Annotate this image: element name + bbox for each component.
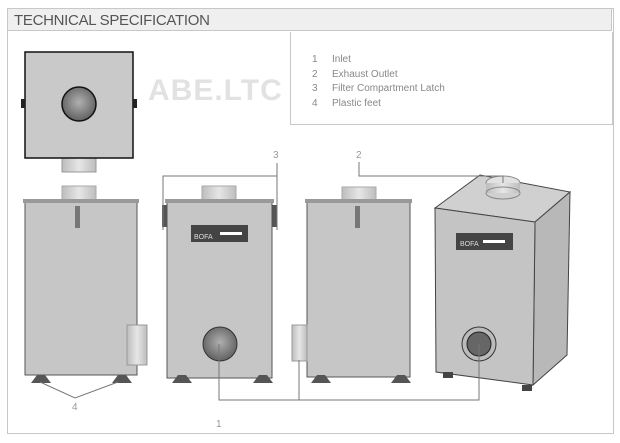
brand-label: BOFA — [460, 241, 479, 248]
top-view-unit — [21, 51, 137, 173]
callout-feet: 4 — [72, 402, 78, 413]
legend-label: Inlet — [332, 54, 351, 65]
callout-outlet: 2 — [356, 150, 362, 161]
legend-label: Filter Compartment Latch — [332, 83, 445, 94]
legend-num: 4 — [312, 97, 318, 109]
legend-item: 2 Exhaust Outlet — [291, 68, 612, 83]
legend-label: Plastic feet — [332, 97, 381, 109]
callout-lines — [39, 162, 504, 401]
side-view-unit-left — [23, 185, 148, 383]
legend-item: 3 Filter Compartment Latch — [291, 82, 612, 97]
legend-item: 1 Inlet — [291, 53, 612, 68]
perspective-unit: BOFA — [433, 174, 572, 391]
legend-num: 1 — [312, 54, 318, 65]
brand-label: BOFA — [194, 234, 213, 241]
callout-latch: 3 — [273, 150, 279, 161]
legend-num: 3 — [312, 83, 318, 94]
page-title: TECHNICAL SPECIFICATION — [14, 12, 210, 29]
watermark: ABE.LTC — [148, 74, 283, 107]
legend-item: 4 Plastic feet — [291, 97, 612, 112]
legend-label: Exhaust Outlet — [332, 68, 398, 80]
side-view-unit-right — [291, 186, 412, 383]
callout-inlet: 1 — [216, 419, 222, 430]
legend-num: 2 — [312, 68, 318, 80]
legend-box: 1 Inlet 2 Exhaust Outlet 3 Filter Compartme… — [290, 32, 613, 125]
header-bar: TECHNICAL SPECIFICATION — [7, 8, 612, 31]
